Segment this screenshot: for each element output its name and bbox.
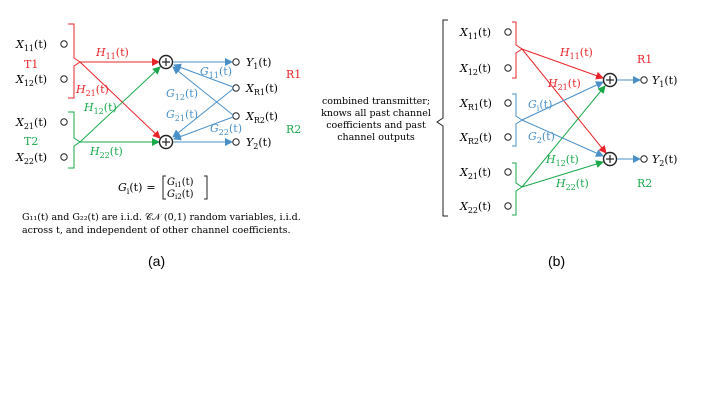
t1-label: T1 (24, 58, 38, 71)
output-node-y1 (232, 58, 240, 66)
b-input-x21-label: X21(t) (459, 166, 491, 181)
b-relay-brace (512, 93, 523, 147)
b-t2-brace (512, 162, 523, 216)
tx-desc-line-2: knows all past channel (321, 108, 431, 119)
b-input-x11-label: X11(t) (459, 26, 491, 41)
g11-arrow (173, 63, 234, 88)
b-input-node-xr1 (504, 99, 512, 107)
b-t1-brace (512, 21, 523, 79)
input-x12-label: X12(t) (15, 73, 47, 88)
y2-label: Y2(t) (246, 136, 271, 151)
matrix-bracket-left (162, 175, 166, 200)
b-input-xr2-label: XR2(t) (459, 131, 492, 146)
b-g1-arrow (521, 81, 604, 121)
y1-label: Y1(t) (246, 56, 271, 71)
g22-label: G22(t) (210, 122, 242, 137)
b-input-node-x11 (504, 28, 512, 36)
h21-arrow (79, 61, 161, 139)
b-output-node-y1 (640, 76, 648, 84)
xr1-label: XR1(t) (245, 82, 278, 97)
b-input-x12-label: X12(t) (459, 62, 491, 77)
tx-desc-line-1: combined transmitter; (322, 96, 430, 107)
adder-r1 (158, 54, 174, 70)
b-h11-label: H11(t) (559, 46, 593, 61)
xr2-label: XR2(t) (245, 110, 278, 125)
b-h21-arrow (521, 48, 607, 154)
t2-brace (68, 111, 81, 169)
panel-a-label: (a) (148, 253, 165, 269)
b-y1-label: Y1(t) (652, 74, 677, 89)
b-output-node-y2 (640, 155, 648, 163)
tx-desc-line-4: channel outputs (337, 132, 415, 143)
b-input-node-xr2 (504, 133, 512, 141)
b-adder-r2 (602, 151, 618, 167)
input-x22-label: X22(t) (15, 151, 47, 166)
r1-label-a: R1 (286, 68, 301, 81)
b-input-xr1-label: XR1(t) (459, 97, 492, 112)
note-line-2: across t, and independent of other chann… (22, 225, 290, 236)
h11-label: H11(t) (95, 46, 129, 61)
g21-arrow (172, 88, 234, 138)
gi-matrix-equation: Gi(t)= Gi1(t) Gi2(t) (118, 175, 208, 201)
h21-label: H21(t) (75, 83, 109, 98)
b-adder-r1 (602, 72, 618, 88)
b-h12-arrow (521, 85, 606, 188)
b-input-node-x22 (504, 202, 512, 210)
b-r2-label: R2 (637, 177, 652, 190)
g22-arrow (173, 116, 234, 141)
input-x21-label: X21(t) (15, 116, 47, 131)
b-input-node-x21 (504, 168, 512, 176)
r2-label-a: R2 (286, 123, 301, 136)
gi-top-entry: Gi1(t) (167, 177, 194, 189)
input-node-x21 (60, 118, 68, 126)
adder-r2 (158, 134, 174, 150)
panel-b-label: (b) (548, 253, 565, 269)
b-r1-label: R1 (637, 53, 652, 66)
note-line-1: G₁₁(t) and G₂₂(t) are i.i.d. 𝒞𝒩 (0,1) ra… (22, 212, 301, 223)
b-y2-label: Y2(t) (652, 153, 677, 168)
b-h22-arrow (521, 160, 604, 188)
h22-label: H22(t) (89, 145, 123, 160)
combined-tx-brace (436, 19, 448, 217)
g11-label: G11(t) (200, 65, 232, 80)
input-node-x11 (60, 40, 68, 48)
input-node-x22 (60, 153, 68, 161)
panel-a: X11(t) X12(t) X21(t) X22(t) T1 T2 H11(t)… (15, 23, 301, 269)
gi-bottom-entry: Gi2(t) (167, 189, 194, 201)
b-input-node-x12 (504, 64, 512, 72)
b-input-x22-label: X22(t) (459, 200, 491, 215)
tx-desc-line-3: coefficients and past (326, 120, 426, 131)
input-node-x12 (60, 75, 68, 83)
b-h22-label: H22(t) (555, 177, 589, 192)
h12-label: H12(t) (83, 101, 117, 116)
b-h11-arrow (521, 48, 604, 80)
h12-arrow (79, 66, 161, 143)
panel-b: combined transmitter; knows all past cha… (321, 19, 677, 269)
output-node-y2 (232, 138, 240, 146)
matrix-bracket-right (204, 175, 208, 200)
input-x11-label: X11(t) (15, 38, 47, 53)
b-g2-label: G2(t) (528, 130, 555, 145)
g12-arrow (172, 66, 234, 116)
g21-label: G21(t) (166, 108, 198, 123)
b-h12-label: H12(t) (545, 153, 579, 168)
b-h21-label: H21(t) (547, 77, 581, 92)
relay-node-xr1 (232, 84, 240, 92)
t2-label: T2 (24, 135, 38, 148)
gi-lhs: Gi(t)= (118, 181, 156, 196)
b-g1-label: Gi(t) (528, 98, 552, 113)
g12-label: G12(t) (166, 87, 198, 102)
relay-node-xr2 (232, 112, 240, 120)
